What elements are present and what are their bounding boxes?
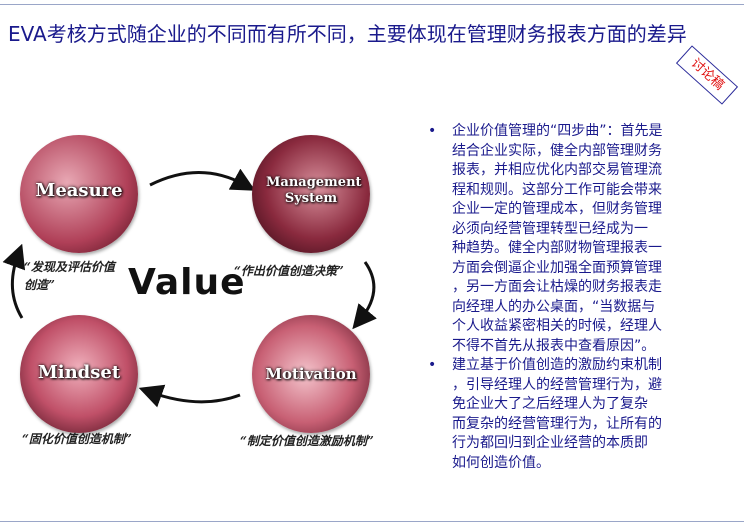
management-system-circle: Management System xyxy=(252,135,370,253)
bullet-line: 向经理人的办公桌面，“当数据与 xyxy=(452,298,656,315)
measure-label: Measure xyxy=(35,180,123,201)
bullet-line: 方面会倒逼企业加强全面预算管理 xyxy=(452,259,662,276)
bullet-line: 企业价值管理的“四步曲”：首先是 xyxy=(452,123,663,139)
bullet-dot: • xyxy=(428,123,437,139)
mindset-circle: Mindset xyxy=(20,315,138,433)
bullet-line: 建立基于价值创造的激励约束机制 xyxy=(452,357,662,373)
bottom-divider xyxy=(0,521,744,522)
bullet-item: • 建立基于价值创造的激励约束机制 ，引导经理人的经营管理行为，避 免企业大了之… xyxy=(428,356,728,473)
measure-circle: Measure xyxy=(20,135,138,253)
mindset-label: Mindset xyxy=(37,362,121,383)
arrow-motivation-to-mindset xyxy=(138,384,241,408)
arrow-management-to-motivation xyxy=(352,261,377,330)
bullet-dot: • xyxy=(428,357,437,373)
bullet-line: 企业一定的管理成本，但财务管理 xyxy=(452,201,662,217)
bullet-list: • 企业价值管理的“四步曲”：首先是 结合企业实际，健全内部管理财务 报表，并相… xyxy=(428,122,728,473)
draft-stamp: 讨论稿 xyxy=(675,45,739,105)
quote-measure: “发现及评估价值创造” xyxy=(24,260,115,292)
bullet-line: 不得不首先从报表中查看原因”。 xyxy=(452,337,656,354)
bullet-line: 个人收益紧密相关的时候，经理人 xyxy=(452,318,662,334)
bullet-line: 免企业大了之后经理人为了复杂 xyxy=(452,396,648,412)
bullet-line: ，另一方面会让枯燥的财务报表走 xyxy=(452,279,662,295)
bullet-item: • 企业价值管理的“四步曲”：首先是 结合企业实际，健全内部管理财务 报表，并相… xyxy=(428,122,728,356)
value-center-label: Value xyxy=(128,262,246,303)
bullet-line: 如何创造价值。 xyxy=(452,454,550,471)
motivation-circle: Motivation xyxy=(252,315,370,433)
top-divider xyxy=(0,4,744,5)
bullet-line: 必须向经营管理转型已经成为一 xyxy=(452,220,648,237)
bullet-line: 行为都回归到企业经营的本质即 xyxy=(452,435,648,451)
arrow-mindset-to-measure xyxy=(2,243,26,319)
arrow-measure-to-management xyxy=(149,168,256,191)
bullet-line: 结合企业实际，健全内部管理财务 xyxy=(452,142,662,159)
management-system-label: Management System xyxy=(266,175,362,206)
quote-management: “作出价值创造决策” xyxy=(234,264,344,278)
bullet-line: ，引导经理人的经营管理行为，避 xyxy=(452,376,662,393)
motivation-label: Motivation xyxy=(265,365,357,383)
slide-title: EVA考核方式随企业的不同而有所不同，主要体现在管理财务报表方面的差异 xyxy=(8,22,687,46)
quote-motivation: “制定价值创造激励机制” xyxy=(240,434,374,448)
bullet-line: 而复杂的经营管理行为，让所有的 xyxy=(452,415,662,432)
cycle-arrows xyxy=(2,168,377,408)
bullet-line: 程和规则。这部分工作可能会带来 xyxy=(452,181,662,198)
bullet-line: 报表，并相应优化内部交易管理流 xyxy=(452,162,662,178)
bullet-line: 种趋势。健全内部财物管理报表一 xyxy=(452,240,662,256)
quote-mindset: “固化价值创造机制” xyxy=(22,432,132,446)
